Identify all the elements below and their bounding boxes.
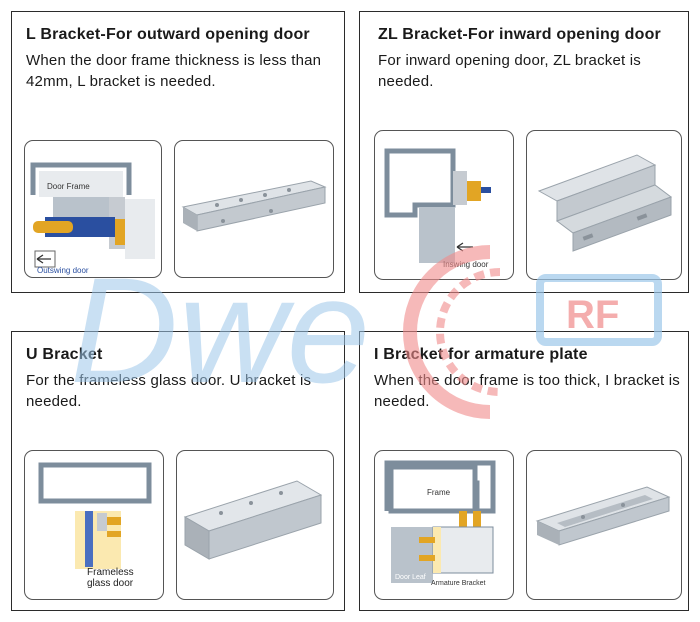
- frameless-label-line2: glass door: [87, 578, 134, 589]
- u-bracket-description: For the frameless glass door. U bracket …: [26, 372, 312, 410]
- l-bracket-photo-card: [174, 140, 334, 278]
- i-bracket-photo: [535, 486, 671, 546]
- frame-label: Frame: [427, 488, 451, 497]
- zl-bracket-description: For inward opening door, ZL bracket is n…: [378, 52, 642, 90]
- u-bracket-title: U Bracket: [26, 346, 103, 363]
- zl-bracket-panel: ZL Bracket-For inward opening door For i…: [359, 11, 689, 293]
- zl-bracket-photo-card: [526, 130, 682, 280]
- zl-bracket-title: ZL Bracket-For inward opening door: [378, 26, 661, 43]
- zl-bracket-photo: [537, 154, 673, 252]
- u-bracket-diagram-card: Frameless glass door: [24, 450, 164, 600]
- i-bracket-diagram: Frame Door Leaf Armature Bracket: [384, 460, 496, 587]
- u-bracket-photo: [183, 480, 323, 560]
- i-bracket-description: When the door frame is too thick, I brac…: [374, 372, 680, 410]
- door-frame-label: Door Frame: [47, 182, 90, 191]
- l-bracket-panel: L Bracket-For outward opening door When …: [11, 11, 345, 293]
- zl-bracket-diagram-card: Inswing door: [374, 130, 514, 280]
- l-bracket-description: When the door frame thickness is less th…: [26, 52, 322, 90]
- i-bracket-title: I Bracket for armature plate: [374, 346, 588, 363]
- armature-label: Armature Bracket: [431, 580, 486, 587]
- l-bracket-photo: [181, 180, 327, 232]
- zl-bracket-diagram: Inswing door: [384, 148, 491, 269]
- i-bracket-photo-card: [526, 450, 682, 600]
- l-bracket-diagram-card: Door Frame Outswing door: [24, 140, 162, 278]
- u-bracket-photo-card: [176, 450, 334, 600]
- inswing-label: Inswing door: [443, 260, 489, 269]
- i-bracket-panel: I Bracket for armature plate When the do…: [359, 331, 689, 611]
- l-bracket-diagram: Door Frame Outswing door: [30, 162, 155, 275]
- i-bracket-diagram-card: Frame Door Leaf Armature Bracket: [374, 450, 514, 600]
- l-bracket-title: L Bracket-For outward opening door: [26, 26, 310, 43]
- outswing-label: Outswing door: [37, 266, 89, 275]
- door-leaf-label: Door Leaf: [395, 574, 426, 581]
- frameless-label-line1: Frameless: [87, 567, 134, 578]
- u-bracket-diagram: Frameless glass door: [38, 462, 152, 589]
- u-bracket-panel: U Bracket For the frameless glass door. …: [11, 331, 345, 611]
